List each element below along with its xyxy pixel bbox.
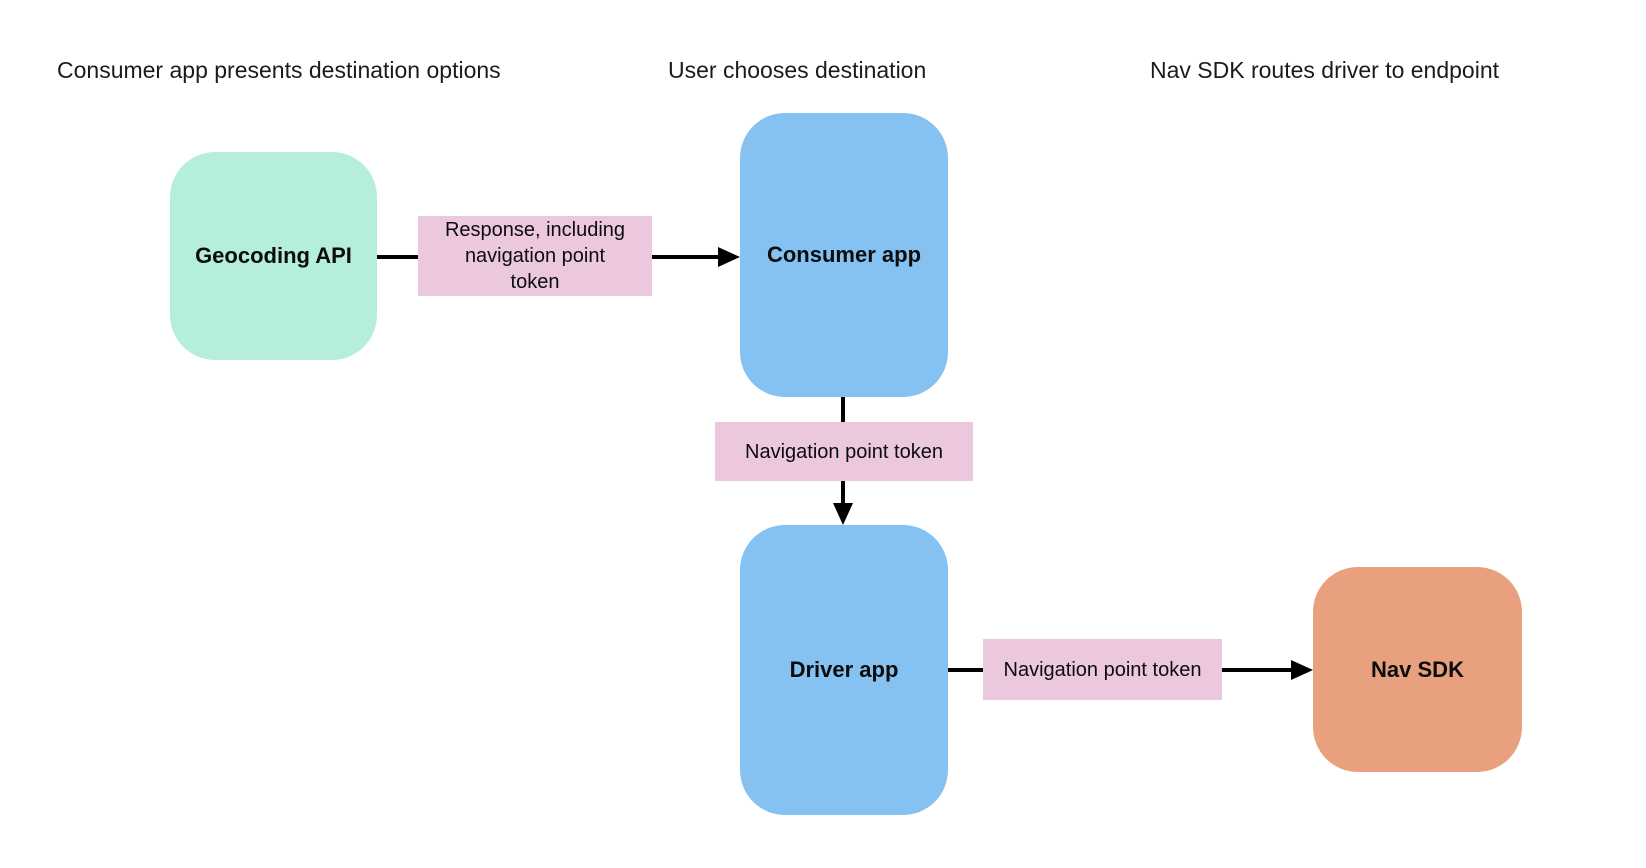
edge-label-response-including-token: Response, including navigation point tok… [418,216,652,296]
node-consumer-app: Consumer app [740,113,948,397]
arrow-head-icon [1291,660,1313,680]
arrow-head-icon [833,503,853,525]
edge-label-navigation-point-token-vertical: Navigation point token [715,422,973,481]
node-label: Consumer app [766,242,922,267]
node-geocoding-api: Geocoding API [170,152,377,360]
edge-label-navigation-point-token-horizontal: Navigation point token [983,639,1222,700]
node-driver-app: Driver app [740,525,948,815]
node-nav-sdk: Nav SDK [1313,567,1522,772]
node-label: Geocoding API [195,243,352,268]
phase-header-consumer-presents: Consumer app presents destination option… [57,57,501,83]
node-label: Driver app [789,657,899,682]
phase-header-user-chooses: User chooses destination [668,57,927,83]
arrow-head-icon [718,247,740,267]
phase-header-navsdk-routes: Nav SDK routes driver to endpoint [1150,57,1500,83]
node-label: Nav SDK [1371,656,1464,682]
